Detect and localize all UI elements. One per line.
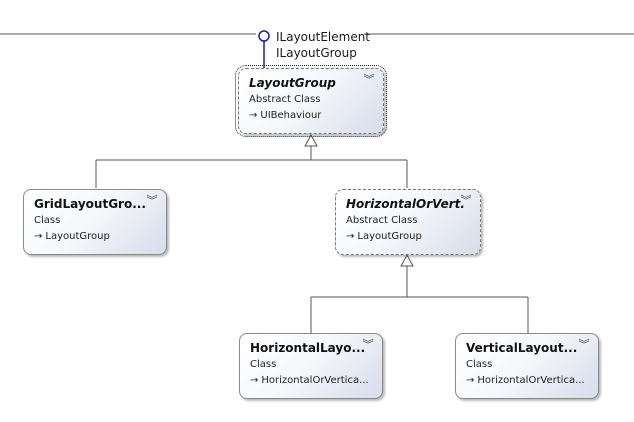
class-shape-verticallayoutgroup[interactable]: VerticalLayout... Class →HorizontalOrVer…	[455, 333, 599, 399]
class-base: →LayoutGroup	[346, 230, 470, 244]
class-base: →HorizontalOrVertica...	[466, 374, 588, 388]
double-chevron-down-icon[interactable]: ︾	[578, 338, 590, 351]
class-shape-horizontalorvertical[interactable]: HorizontalOrVert... Abstract Class →Layo…	[335, 189, 481, 255]
class-base-name: LayoutGroup	[357, 231, 422, 242]
inherit-arrowhead-icon	[304, 133, 318, 147]
class-base-name: LayoutGroup	[45, 231, 110, 242]
class-kind: Abstract Class	[346, 215, 418, 226]
inherit-arrowhead-icon	[400, 253, 414, 267]
double-chevron-down-icon[interactable]: ︾	[363, 73, 375, 86]
double-chevron-down-icon[interactable]: ︾	[146, 194, 158, 207]
double-chevron-down-icon[interactable]: ︾	[460, 194, 472, 207]
class-kind: Class	[250, 359, 277, 370]
class-name: HorizontalLayo...	[250, 341, 366, 355]
inherits-arrow-icon: →	[346, 231, 355, 242]
class-base: →UIBehaviour	[249, 109, 373, 123]
interface-label-ilayoutelement: ILayoutElement	[276, 30, 371, 44]
inherits-arrow-icon: →	[250, 375, 259, 386]
class-name: HorizontalOrVert...	[346, 197, 464, 211]
class-name: VerticalLayout...	[466, 341, 578, 355]
class-shape-horizontallayoutgroup[interactable]: HorizontalLayo... Class →HorizontalOrVer…	[239, 333, 383, 399]
interface-lollipop-icon	[258, 30, 270, 42]
class-name: GridLayoutGro...	[34, 197, 146, 211]
class-base: →HorizontalOrVertica...	[250, 374, 372, 388]
inherits-arrow-icon: →	[249, 110, 258, 121]
class-base: →LayoutGroup	[34, 230, 156, 244]
double-chevron-down-icon[interactable]: ︾	[362, 338, 374, 351]
inherits-arrow-icon: →	[34, 231, 43, 242]
class-base-name: HorizontalOrVertica...	[261, 375, 369, 386]
class-name: LayoutGroup	[249, 76, 336, 90]
class-kind: Class	[34, 215, 61, 226]
inherits-arrow-icon: →	[466, 375, 475, 386]
class-base-name: HorizontalOrVertica...	[477, 375, 585, 386]
class-shape-gridlayoutgroup[interactable]: GridLayoutGro... Class →LayoutGroup ︾	[23, 189, 167, 255]
class-shape-layoutgroup[interactable]: LayoutGroup Abstract Class →UIBehaviour …	[235, 65, 387, 137]
class-kind: Class	[466, 359, 493, 370]
class-kind: Abstract Class	[249, 94, 321, 105]
interface-label-ilayoutgroup: ILayoutGroup	[276, 46, 357, 60]
class-base-name: UIBehaviour	[260, 110, 322, 121]
